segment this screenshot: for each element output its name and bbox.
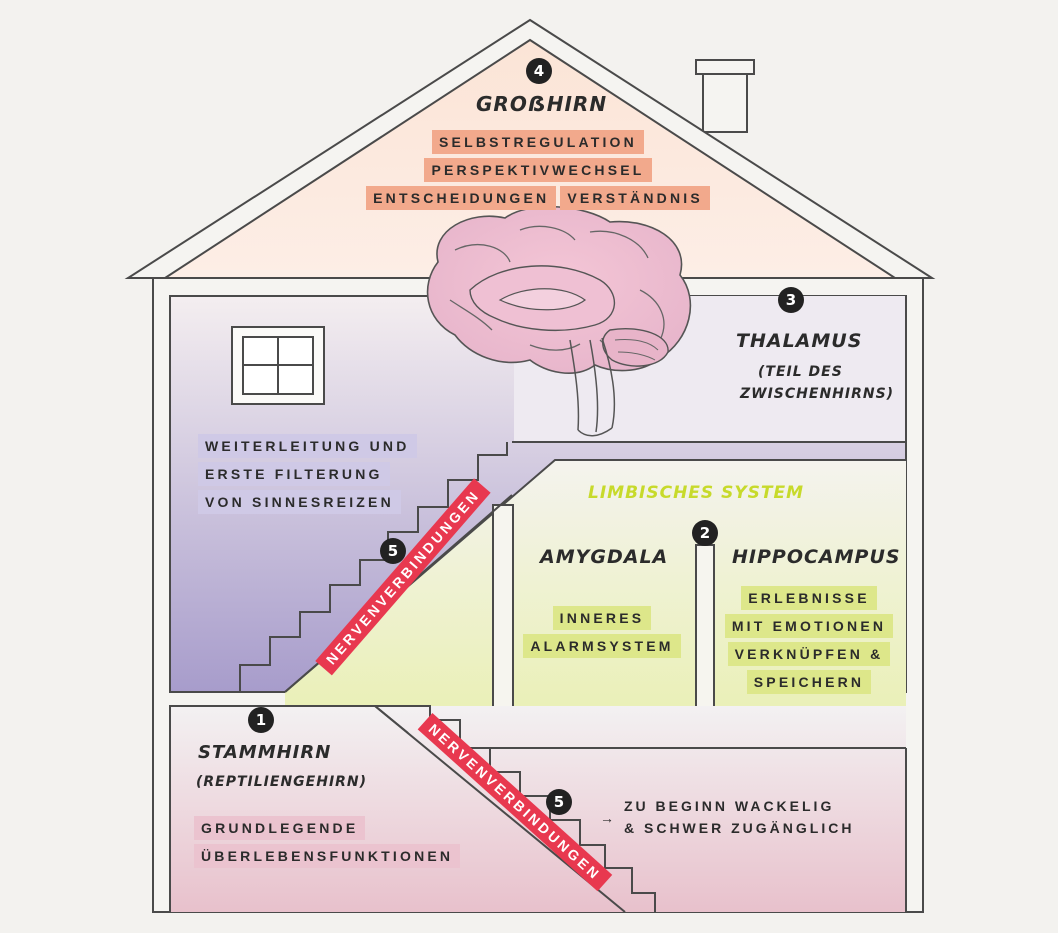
- stairs-note-line-1: ZU BEGINN WACKELIG: [624, 798, 835, 814]
- stairs-note: → ZU BEGINN WACKELIG & SCHWER ZUGÄNGLICH: [600, 795, 854, 839]
- thalamus-title: THALAMUS: [736, 330, 863, 352]
- stammhirn-tags: GRUNDLEGENDE ÜBERLEBENSFUNKTIONEN: [194, 816, 461, 868]
- tag-filter-line-1: WEITERLEITUNG UND: [198, 434, 417, 458]
- arrow-right-icon: →: [600, 810, 614, 826]
- chimney: [702, 71, 748, 133]
- tag-amygdala-line-1: INNERES: [552, 606, 652, 630]
- step-number-4: 4: [526, 58, 552, 84]
- thalamus-subtitle-1: (TEIL DES: [758, 364, 843, 380]
- tag-filter-line-2: ERSTE FILTERUNG: [198, 462, 390, 486]
- stammhirn-title: STAMMHIRN: [198, 742, 332, 763]
- tag-stammhirn-line-2: ÜBERLEBENSFUNKTIONEN: [194, 844, 461, 868]
- stammhirn-subtitle: (REPTILIENGEHIRN): [196, 774, 368, 790]
- hippocampus-tags: ERLEBNISSE MIT EMOTIONEN VERKNÜPFEN & SP…: [714, 586, 904, 694]
- step-number-5-lower: 5: [546, 789, 572, 815]
- hippocampus-title: HIPPOCAMPUS: [732, 546, 901, 568]
- thalamus-subtitle-2: ZWISCHENHIRNS): [740, 386, 895, 402]
- amygdala-tags: INNERES ALARMSYSTEM: [522, 606, 682, 658]
- window-icon: [231, 326, 325, 405]
- stairs-note-line-2: & SCHWER ZUGÄNGLICH: [624, 820, 855, 836]
- step-number-1: 1: [248, 707, 274, 733]
- tag-amygdala-line-2: ALARMSYSTEM: [523, 634, 681, 658]
- brain-illustration: [426, 205, 692, 437]
- tag-perspektivwechsel: PERSPEKTIVWECHSEL: [424, 158, 652, 182]
- tag-hippocampus-line-3: VERKNÜPFEN &: [727, 642, 891, 666]
- grosshirn-title: GROẞHIRN: [476, 92, 608, 116]
- tag-verstaendnis: VERSTÄNDNIS: [560, 186, 710, 210]
- step-number-3: 3: [778, 287, 804, 313]
- tag-hippocampus-line-2: MIT EMOTIONEN: [724, 614, 894, 638]
- amygdala-title: AMYGDALA: [540, 546, 669, 568]
- tag-stammhirn-line-1: GRUNDLEGENDE: [194, 816, 366, 840]
- tag-hippocampus-line-1: ERLEBNISSE: [741, 586, 877, 610]
- tag-filter-line-3: VON SINNESREIZEN: [198, 490, 401, 514]
- filter-tags: WEITERLEITUNG UND ERSTE FILTERUNG VON SI…: [198, 434, 417, 514]
- limbic-title: LIMBISCHES SYSTEM: [588, 483, 805, 503]
- grosshirn-tags: SELBSTREGULATION PERSPEKTIVWECHSEL ENTSC…: [358, 130, 718, 210]
- tag-selbstregulation: SELBSTREGULATION: [432, 130, 644, 154]
- tag-hippocampus-line-4: SPEICHERN: [746, 670, 872, 694]
- tag-entscheidungen: ENTSCHEIDUNGEN: [366, 186, 557, 210]
- step-number-2: 2: [692, 520, 718, 546]
